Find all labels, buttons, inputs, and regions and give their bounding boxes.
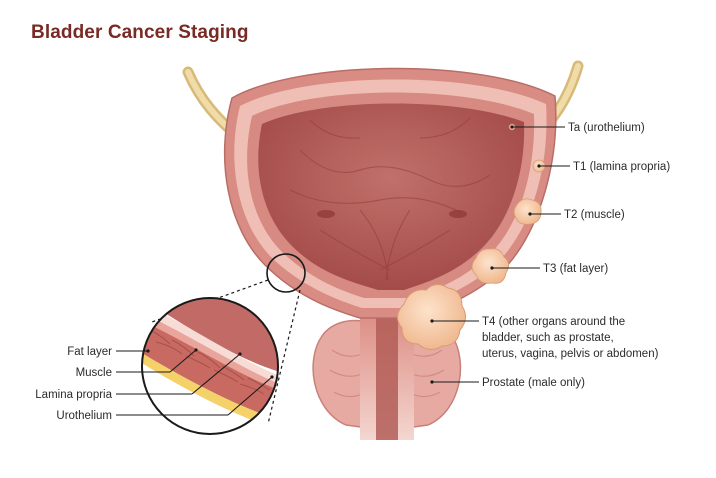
label-ta: Ta (urothelium) [568, 122, 645, 134]
label-lamina-propria: Lamina propria [35, 389, 112, 401]
tumor-t4 [397, 284, 466, 350]
tumor-t3 [471, 248, 509, 284]
wall-layers-zoom [142, 298, 278, 434]
label-t3: T3 (fat layer) [543, 263, 608, 275]
label-t2: T2 (muscle) [564, 209, 625, 221]
tumor-t2 [513, 198, 542, 225]
label-t4-line2: bladder, such as prostate, [482, 332, 614, 344]
label-urothelium: Urothelium [56, 410, 112, 422]
label-t1: T1 (lamina propria) [573, 161, 670, 173]
page-title: Bladder Cancer Staging [31, 22, 249, 43]
label-prostate: Prostate (male only) [482, 377, 585, 389]
label-muscle: Muscle [76, 367, 112, 379]
label-fat-layer: Fat layer [67, 346, 112, 358]
label-t4-line1: T4 (other organs around the [482, 316, 625, 328]
prostate [312, 319, 462, 429]
label-t4-line3: uterus, vagina, pelvis or abdomen) [482, 348, 659, 360]
bladder-lumen [258, 103, 525, 290]
zoom-source-circle [266, 253, 306, 293]
